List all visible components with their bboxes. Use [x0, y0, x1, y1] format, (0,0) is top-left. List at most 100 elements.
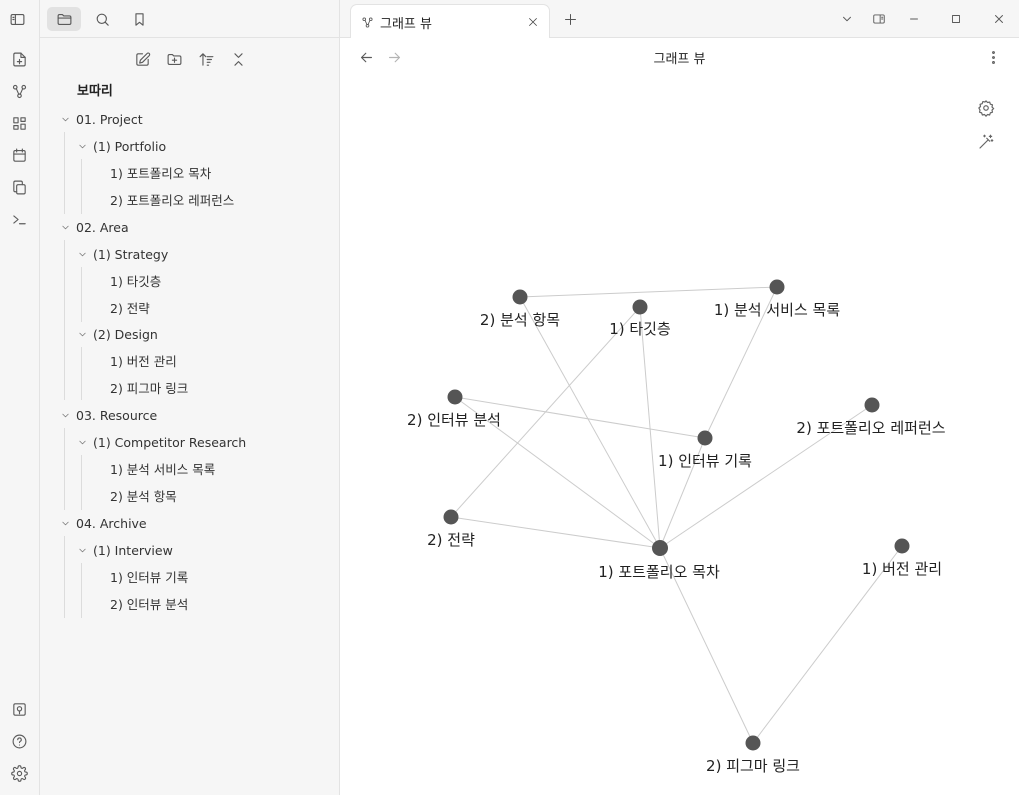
split-view-icon[interactable] — [868, 9, 890, 29]
graph-node-analysis-items[interactable] — [512, 289, 528, 305]
indent-guide — [81, 267, 82, 322]
new-note-icon[interactable] — [130, 48, 154, 70]
graph-node-label: 2) 분석 항목 — [480, 311, 560, 329]
chevron-down-icon[interactable] — [58, 408, 72, 422]
graph-node-label: 2) 포트폴리오 레퍼런스 — [796, 419, 945, 437]
tab-title: 그래프 뷰 — [380, 16, 432, 32]
tab-graph-view[interactable]: 그래프 뷰 — [350, 4, 550, 39]
folder-label: (2) Design — [93, 326, 158, 342]
plus-icon[interactable] — [560, 9, 580, 29]
view-title: 그래프 뷰 — [653, 52, 706, 67]
arrow-right-icon[interactable] — [384, 47, 404, 67]
sidebar-toolbar — [10, 0, 340, 38]
calendar-icon[interactable] — [8, 144, 30, 166]
chevron-down-icon[interactable] — [75, 435, 89, 449]
chevron-down-icon[interactable] — [58, 516, 72, 530]
folder-item[interactable]: 03. Resource — [58, 403, 157, 427]
folder-item[interactable]: (2) Design — [75, 322, 158, 346]
folder-item[interactable]: 04. Archive — [58, 511, 147, 535]
graph-edge — [519, 286, 778, 298]
folder-label: (1) Portfolio — [93, 138, 167, 154]
folder-item[interactable]: (1) Strategy — [75, 242, 168, 266]
chevron-down-icon[interactable] — [75, 543, 89, 557]
folder-item[interactable]: (1) Portfolio — [75, 134, 166, 158]
terminal-icon[interactable] — [8, 208, 30, 230]
file-item[interactable]: 1) 버전 관리 — [110, 348, 177, 372]
settings-icon[interactable] — [8, 762, 30, 784]
graph-node-label: 2) 인터뷰 분석 — [407, 411, 501, 429]
graph-node-label: 1) 포트폴리오 목차 — [598, 563, 720, 581]
graph-node-version[interactable] — [894, 538, 910, 554]
file-item[interactable]: 2) 인터뷰 분석 — [110, 591, 188, 615]
maximize-icon[interactable] — [945, 9, 967, 29]
graph-edge — [659, 404, 873, 549]
graph-node-target[interactable] — [632, 299, 648, 315]
minimize-icon[interactable] — [903, 9, 925, 29]
sort-icon[interactable] — [194, 48, 218, 70]
graph-node-interview-record[interactable] — [697, 430, 713, 446]
file-label: 1) 버전 관리 — [110, 353, 177, 369]
file-label: 1) 타깃층 — [110, 273, 162, 289]
graph-node-figma[interactable] — [745, 735, 761, 751]
folder-label: 01. Project — [76, 111, 143, 127]
search-icon[interactable] — [85, 7, 119, 31]
sidebar-toggle-icon[interactable] — [2, 7, 32, 31]
graph-edge — [639, 306, 661, 549]
graph-node-portfolio-toc[interactable] — [652, 540, 668, 556]
vault-icon[interactable] — [8, 698, 30, 720]
folder-item[interactable]: 01. Project — [58, 107, 143, 131]
file-label: 2) 피그마 링크 — [110, 380, 189, 396]
file-item[interactable]: 1) 포트폴리오 목차 — [110, 160, 211, 184]
folder-icon[interactable] — [47, 7, 81, 31]
file-label: 2) 분석 항목 — [110, 488, 177, 504]
graph-node-interview-analysis[interactable] — [447, 389, 463, 405]
chevron-down-icon[interactable] — [75, 247, 89, 261]
settings-icon[interactable] — [974, 96, 998, 120]
layout-grid-icon[interactable] — [8, 112, 30, 134]
indent-guide — [81, 563, 82, 618]
help-icon[interactable] — [8, 730, 30, 752]
graph-icon[interactable] — [8, 80, 30, 102]
graph-edge — [519, 296, 661, 549]
folder-item[interactable]: 02. Area — [58, 215, 129, 239]
graph-node-service-list[interactable] — [769, 279, 785, 295]
chevron-down-icon[interactable] — [58, 220, 72, 234]
copy-icon[interactable] — [8, 176, 30, 198]
chevron-down-icon[interactable] — [75, 139, 89, 153]
graph-edge — [752, 545, 903, 744]
file-item[interactable]: 2) 포트폴리오 레퍼런스 — [110, 187, 234, 211]
folder-item[interactable]: (1) Interview — [75, 538, 173, 562]
file-item[interactable]: 1) 타깃층 — [110, 268, 161, 292]
file-item[interactable]: 1) 인터뷰 기록 — [110, 564, 188, 588]
chevron-down-icon[interactable] — [75, 327, 89, 341]
chevron-down-icon[interactable] — [836, 9, 858, 29]
view-header: 그래프 뷰 — [340, 38, 1019, 76]
file-plus-icon[interactable] — [8, 48, 30, 70]
file-item[interactable]: 1) 분석 서비스 목록 — [110, 456, 215, 480]
file-item[interactable]: 2) 분석 항목 — [110, 483, 177, 507]
more-vertical-icon[interactable] — [983, 47, 1003, 67]
graph-edge — [450, 516, 661, 549]
graph-edge — [454, 396, 706, 439]
graph-node-portfolio-ref[interactable] — [864, 397, 880, 413]
arrow-left-icon[interactable] — [356, 47, 376, 67]
chevron-down-icon[interactable] — [58, 112, 72, 126]
close-icon[interactable] — [525, 14, 541, 30]
folder-label: 04. Archive — [76, 515, 147, 531]
graph-node-label: 1) 분석 서비스 목록 — [714, 301, 841, 319]
file-item[interactable]: 2) 전략 — [110, 295, 150, 319]
graph-node-label: 2) 전략 — [427, 531, 475, 549]
folder-item[interactable]: (1) Competitor Research — [75, 430, 246, 454]
magic-wand-icon[interactable] — [974, 130, 998, 154]
new-folder-icon[interactable] — [162, 48, 186, 70]
collapse-all-icon[interactable] — [226, 48, 250, 70]
bookmark-icon[interactable] — [122, 7, 156, 31]
file-item[interactable]: 2) 피그마 링크 — [110, 375, 188, 399]
close-icon[interactable] — [988, 9, 1010, 29]
graph-edge — [454, 396, 661, 549]
graph-node-strategy[interactable] — [443, 509, 459, 525]
graph-node-label: 2) 피그마 링크 — [706, 757, 800, 775]
